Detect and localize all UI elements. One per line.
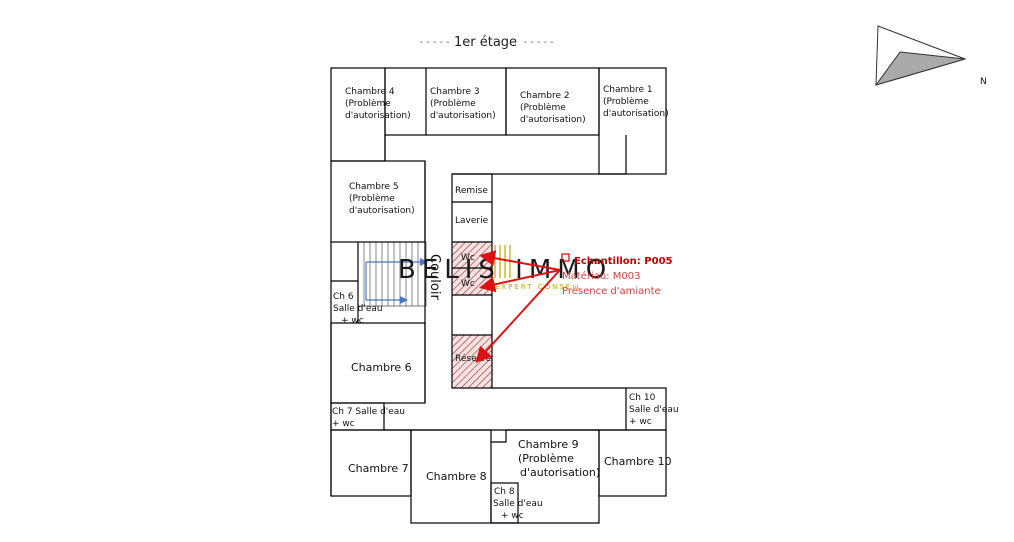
sample-title: Echantillon: P005 <box>574 256 673 267</box>
room-reserve: Réserve <box>455 353 492 364</box>
room-chambre2: Chambre 2 (Problème d'autorisation) <box>520 91 586 125</box>
room-wc-2: Wc <box>461 279 475 289</box>
sample-material: Matériau: M003 <box>562 270 640 282</box>
room-chambre1: Chambre 1 (Problème d'autorisation) <box>603 85 669 119</box>
room-chambre3: Chambre 3 (Problème d'autorisation) <box>430 87 496 121</box>
room-chambre4: Chambre 4 (Problème d'autorisation) <box>345 87 411 121</box>
room-chambre8: Chambre 8 <box>426 470 487 483</box>
corridor-label: Couloir <box>427 254 442 300</box>
room-chambre5: Chambre 5 (Problème d'autorisation) <box>349 182 415 216</box>
sample-result: Présence d'amiante <box>562 285 661 297</box>
north-arrow-icon <box>874 25 967 86</box>
room-chambre7: Chambre 7 <box>348 462 409 475</box>
room-chambre10: Chambre 10 <box>604 455 672 468</box>
room-wc-1: Wc <box>461 253 475 263</box>
room-ch7-salle-eau: Ch 7 Salle d'eau + wc <box>332 407 408 429</box>
room-remise: Remise <box>455 186 488 196</box>
title-dashes-left: ----- <box>418 35 451 48</box>
title-dashes-right: ----- <box>522 35 555 48</box>
room-laverie: Laverie <box>455 216 489 226</box>
room-chambre9: Chambre 9 (Problème d'autorisation) <box>518 438 600 479</box>
room-chambre6: Chambre 6 <box>351 361 412 374</box>
room-ch8-salle-eau: Ch 8 Salle d'eau + wc <box>493 487 545 521</box>
room-ch10-salle-eau: Ch 10 Salle d'eau + wc <box>629 393 681 427</box>
sample-marker-icon <box>561 253 570 262</box>
room-ch6-salle-eau: Ch 6 Salle d'eau + wc <box>333 292 385 326</box>
sample-arrows <box>475 250 561 363</box>
page-title: 1er étage <box>454 35 517 50</box>
watermark-tagline: EXPERT CONSEIL <box>495 283 582 291</box>
north-label: N <box>980 77 987 87</box>
